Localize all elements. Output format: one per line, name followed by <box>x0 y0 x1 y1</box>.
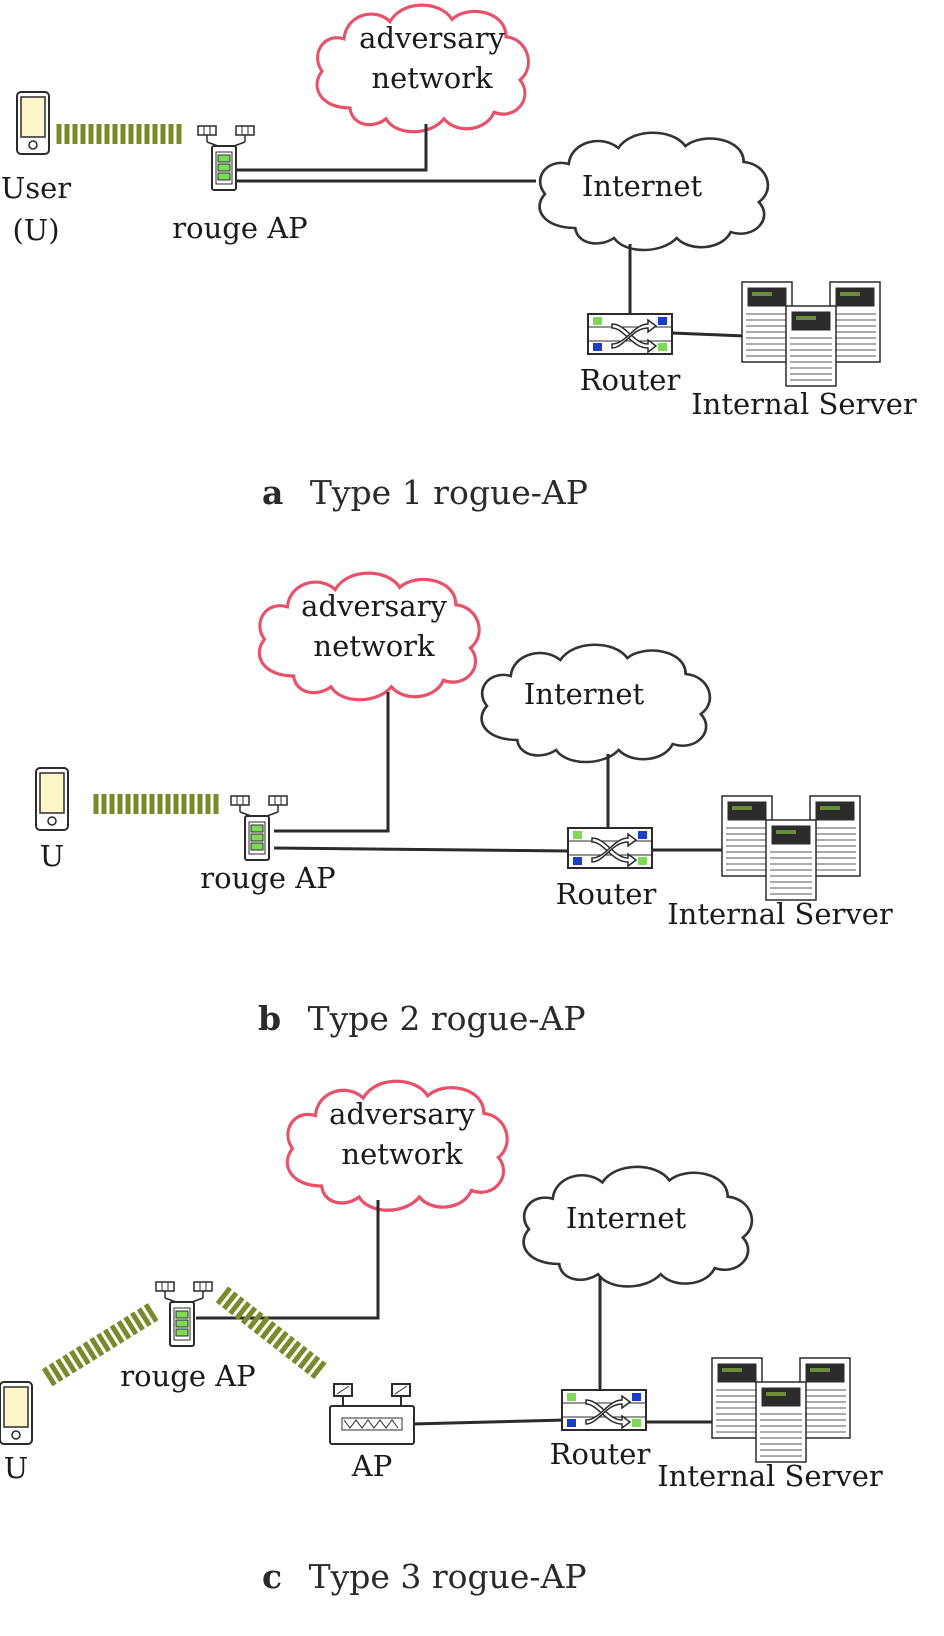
caption-b-letter: b <box>258 999 281 1038</box>
caption-c: c Type 3 rogue-AP <box>262 1557 587 1596</box>
user-label: U <box>4 1451 28 1485</box>
rogue-ap-label: rouge AP <box>120 1359 255 1393</box>
ap-label: AP <box>351 1449 392 1483</box>
caption-a-text: Type 1 rogue-AP <box>310 473 588 512</box>
internet-label: Internet <box>566 1201 687 1235</box>
internet-label: Internet <box>524 677 645 711</box>
phone-icon <box>0 1381 33 1445</box>
adversary-label-line1: adversary <box>359 21 505 55</box>
server-icon <box>742 282 880 386</box>
server-icon <box>712 1358 850 1462</box>
adversary-label-line1: adversary <box>329 1097 475 1131</box>
user-label: U <box>40 839 64 873</box>
wifi-signal <box>59 124 179 144</box>
rogue-ap-icon <box>230 795 288 861</box>
wifi-signal <box>96 794 216 814</box>
user-label-line2: (U) <box>12 213 59 247</box>
router-label: Router <box>556 877 657 911</box>
link-ap-router <box>411 1418 567 1426</box>
router-icon <box>561 1389 647 1431</box>
caption-c-text: Type 3 rogue-AP <box>309 1557 587 1596</box>
caption-b: b Type 2 rogue-AP <box>258 999 586 1038</box>
caption-a: a Type 1 rogue-AP <box>262 473 588 512</box>
caption-c-letter: c <box>262 1557 282 1596</box>
user-label-line1: User <box>1 171 71 205</box>
router-icon <box>587 313 673 355</box>
server-icon <box>722 796 860 900</box>
rogue-ap-icon <box>155 1281 213 1347</box>
panel-b: adversary network Internet U rouge AP Ro… <box>35 571 893 1038</box>
adversary-label-line2: network <box>341 1137 463 1171</box>
link-rogueap-adversary <box>274 692 390 833</box>
server-label: Internal Server <box>657 1459 883 1493</box>
link-rogueap-router <box>273 846 571 853</box>
router-label: Router <box>550 1437 651 1471</box>
adversary-label-line2: network <box>313 629 435 663</box>
adversary-label-line2: network <box>371 61 493 95</box>
access-point-icon <box>329 1383 415 1445</box>
router-icon <box>567 827 653 869</box>
rogue-ap-label: rouge AP <box>200 861 335 895</box>
link-router-server <box>671 331 746 338</box>
internet-label: Internet <box>582 169 703 203</box>
router-label: Router <box>580 363 681 397</box>
caption-b-text: Type 2 rogue-AP <box>308 999 586 1038</box>
phone-icon <box>16 91 50 155</box>
adversary-label-line1: adversary <box>301 589 447 623</box>
panel-a: adversary network Internet User (U) roug… <box>1 3 917 512</box>
caption-a-letter: a <box>262 473 283 512</box>
link-rogueap-adversary <box>236 124 428 172</box>
phone-icon <box>35 767 69 831</box>
panel-c: adversary network Internet U rouge AP <box>0 1079 883 1596</box>
rogue-ap-label: rouge AP <box>172 211 307 245</box>
server-label: Internal Server <box>667 897 893 931</box>
server-label: Internal Server <box>691 387 917 421</box>
